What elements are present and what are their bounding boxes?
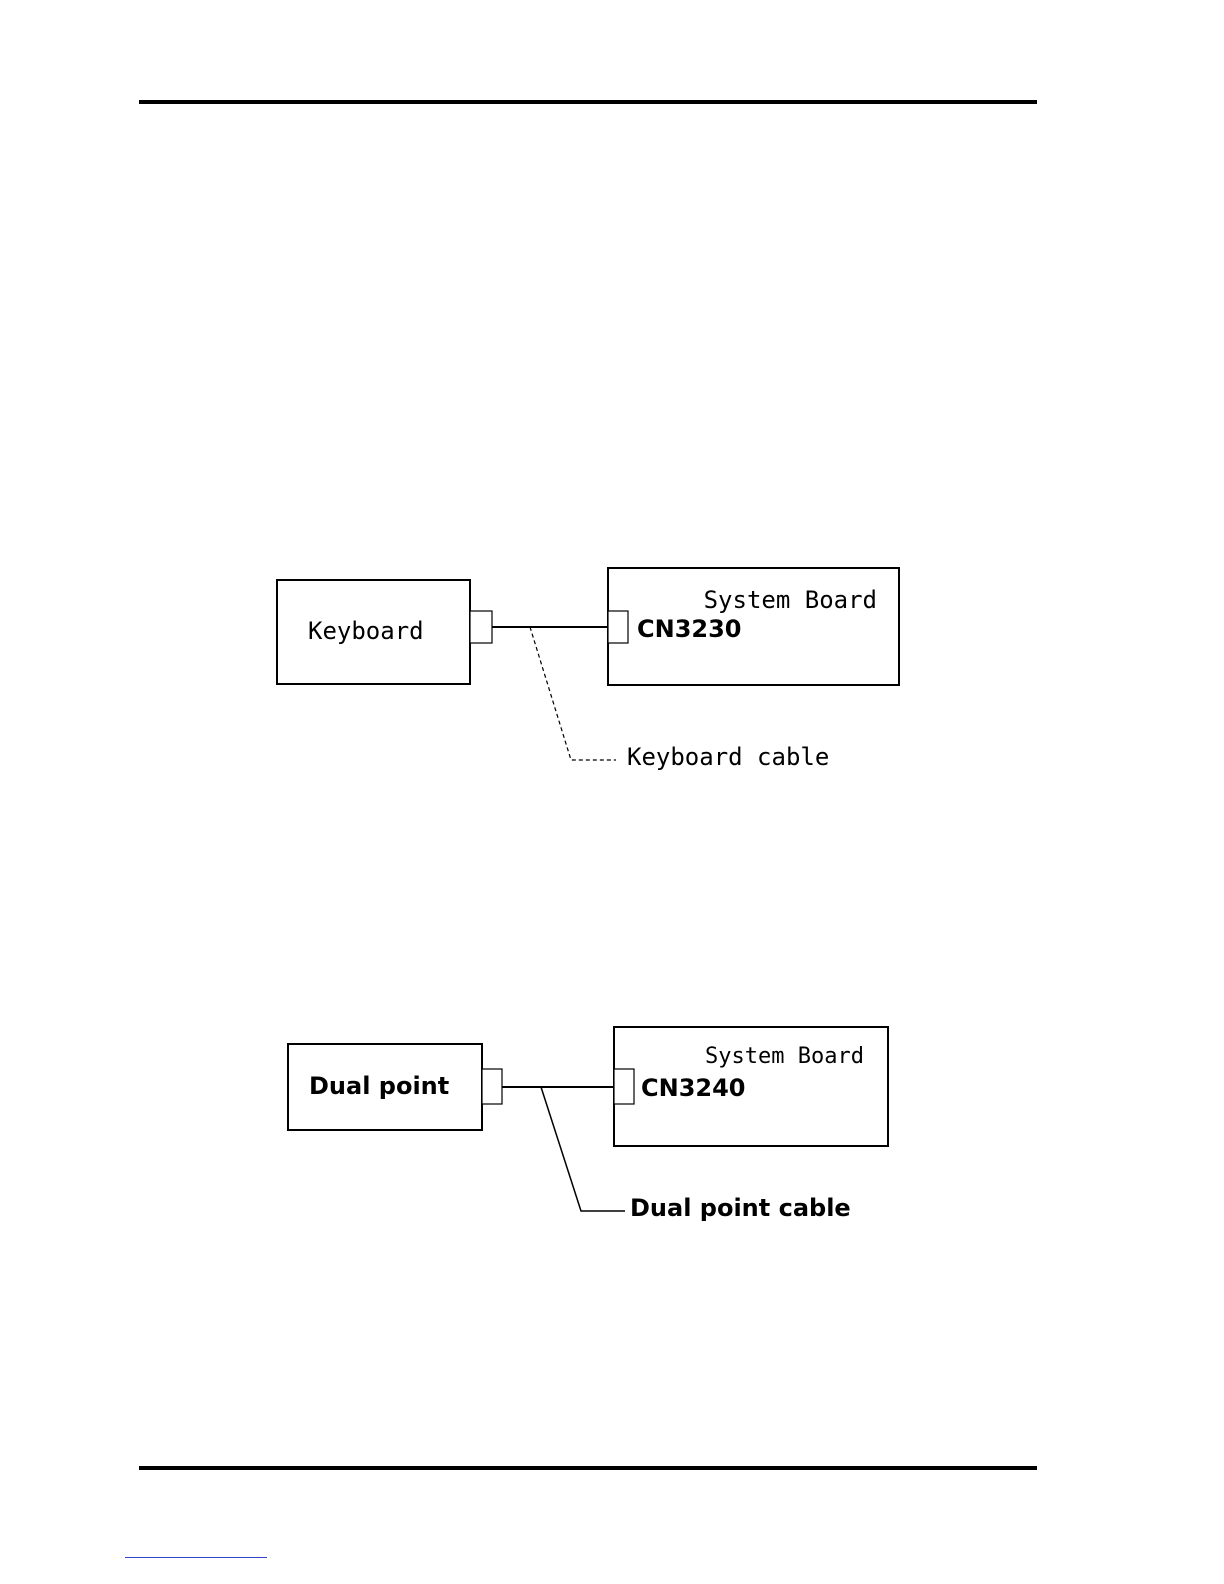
- dual-point-cable-leader: [541, 1087, 625, 1211]
- dual-point-label: Dual point: [309, 1072, 449, 1100]
- dual-point-diagram: Dual point System Board CN3240 Dual poin…: [288, 1027, 888, 1222]
- footer-rule: [139, 1466, 1037, 1470]
- system-board-label: System Board: [705, 1044, 864, 1069]
- keyboard-cable-leader: [530, 627, 616, 760]
- dual-point-connector: [482, 1069, 502, 1104]
- system-board-label: System Board: [704, 586, 877, 614]
- cn3230-connector: [608, 611, 628, 643]
- cn3240-connector: [614, 1069, 634, 1104]
- cn3230-label: CN3230: [637, 615, 742, 643]
- footer-link-underline: [125, 1557, 267, 1558]
- dual-point-cable-label: Dual point cable: [630, 1194, 851, 1222]
- keyboard-label: Keyboard: [308, 617, 424, 645]
- keyboard-cable-label: Keyboard cable: [627, 743, 829, 771]
- keyboard-connector: [470, 611, 492, 643]
- keyboard-diagram: Keyboard System Board CN3230 Keyboard ca…: [277, 568, 899, 771]
- cn3240-label: CN3240: [641, 1074, 746, 1102]
